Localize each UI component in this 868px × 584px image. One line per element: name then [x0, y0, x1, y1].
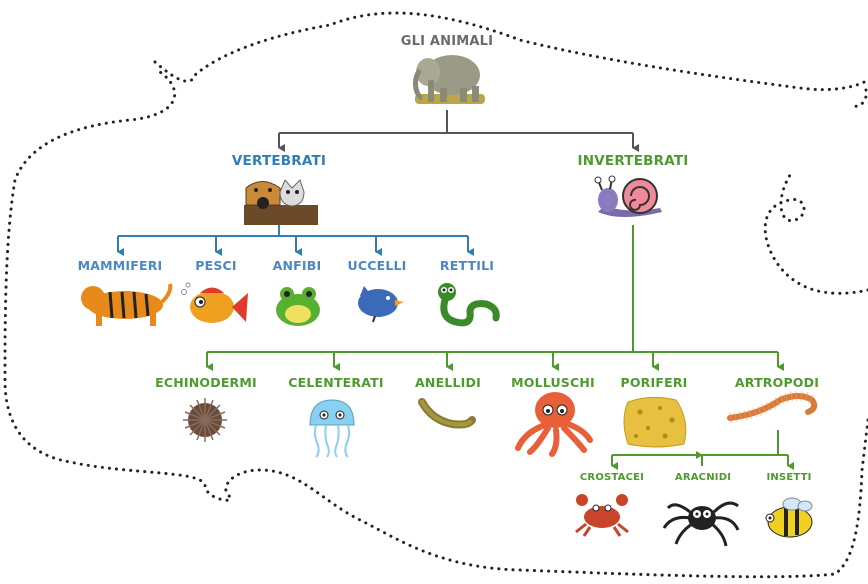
node-label-crostacei: CROSTACEI	[579, 472, 645, 483]
centipede-icon	[727, 391, 818, 423]
sea-urchin-icon	[183, 398, 227, 442]
frog-icon	[276, 287, 320, 326]
elephant-icon	[413, 55, 485, 104]
vertebrati-connector	[117, 225, 474, 256]
bee-icon	[765, 497, 813, 538]
node-label-mammiferi: MAMMIFERI	[77, 258, 163, 273]
node-label-rettili: RETTILI	[439, 258, 495, 273]
node-label-echinodermi: ECHINODERMI	[155, 375, 257, 390]
title-label: GLI ANIMALI	[400, 34, 494, 49]
jellyfish-icon	[309, 399, 355, 458]
node-label-anellidi: ANELLIDI	[415, 375, 481, 390]
tiger-icon	[81, 283, 173, 326]
sponge-icon	[623, 396, 687, 448]
bird-icon	[358, 286, 404, 323]
fish-icon	[181, 282, 248, 323]
node-label-pesci: PESCI	[195, 258, 237, 273]
node-label-celenterati: CELENTERATI	[288, 375, 384, 390]
node-label-poriferi: PORIFERI	[620, 375, 688, 390]
dotted-outline	[3, 11, 868, 579]
snail-icon	[594, 175, 662, 217]
node-label-aracnidi: ARACNIDI	[674, 472, 732, 483]
octopus-icon	[515, 392, 593, 457]
snake-icon	[438, 283, 500, 327]
group-label-vertebrati: VERTEBRATI	[231, 153, 327, 169]
dog-cat-icon	[244, 179, 318, 225]
root-connector	[278, 110, 639, 152]
spider-icon	[662, 501, 740, 547]
node-label-artropodi: ARTROPODI	[734, 375, 820, 390]
node-label-uccelli: UCCELLI	[347, 258, 407, 273]
node-label-insetti: INSETTI	[766, 472, 812, 483]
node-label-molluschi: MOLLUSCHI	[511, 375, 595, 390]
node-label-anfibi: ANFIBI	[272, 258, 322, 273]
dotted-outline-right	[848, 88, 868, 108]
invertebrati-connector	[206, 225, 794, 470]
worm-icon	[418, 398, 476, 429]
group-label-invertebrati: INVERTEBRATI	[577, 153, 689, 169]
crab-icon	[575, 494, 629, 537]
